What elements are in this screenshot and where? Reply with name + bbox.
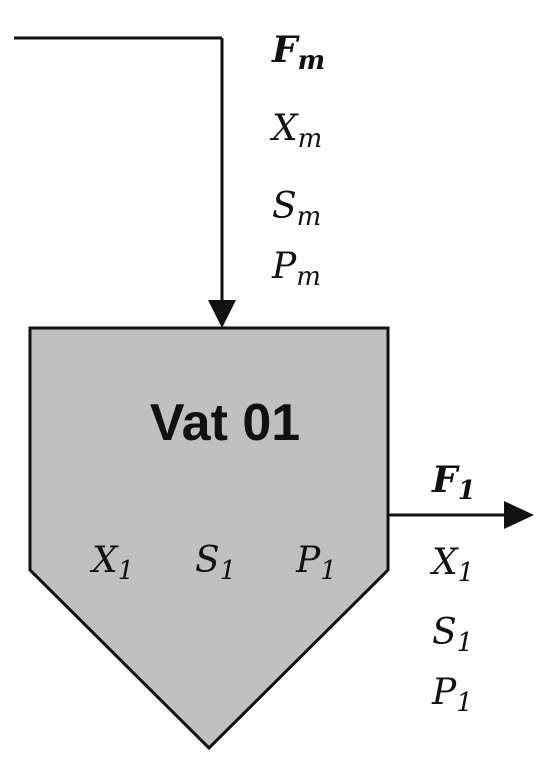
outlet-pipe	[388, 501, 534, 529]
outlet-var-x: X1	[429, 542, 474, 588]
inlet-pipe	[14, 36, 236, 328]
outlet-var-s: S1	[432, 612, 473, 658]
inlet-var-x: Xm	[269, 108, 322, 154]
outlet-var-p: P1	[431, 672, 473, 718]
vat-label: Vat 01	[150, 394, 300, 452]
vat-var-p: P1	[295, 540, 337, 586]
inlet-flow-label: Fm	[271, 29, 325, 76]
inlet-arrow-head	[208, 300, 236, 328]
inlet-var-p: Pm	[271, 246, 321, 292]
vat-body	[28, 326, 390, 751]
vat-var-x: X1	[89, 540, 134, 586]
vat-var-s: S1	[195, 540, 236, 586]
outlet-arrow-head	[504, 501, 534, 529]
inlet-var-s: Sm	[272, 186, 321, 232]
outlet-flow-label: F1	[431, 459, 476, 506]
